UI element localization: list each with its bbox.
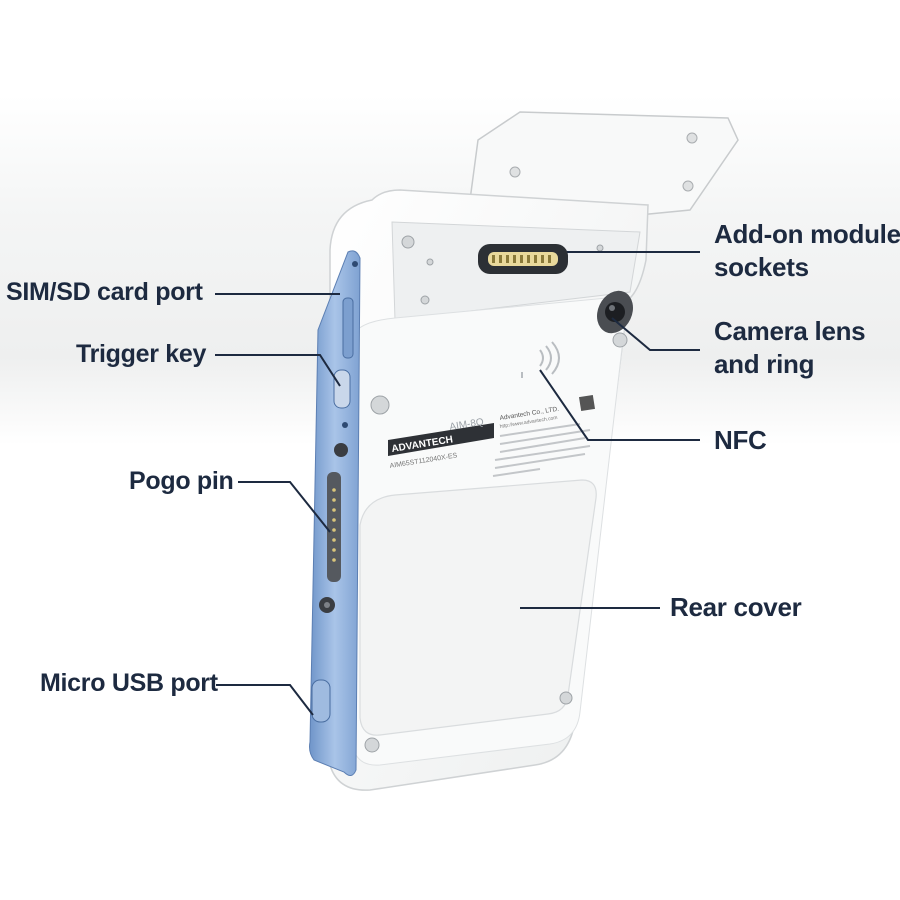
side-rail	[309, 250, 361, 776]
label-camera-line2: and ring	[714, 349, 815, 379]
label-camera-line1: Camera lens	[714, 316, 866, 346]
callout-lines	[215, 251, 700, 716]
device-model-text: AIM-8Q	[449, 417, 485, 433]
camera-lens-ring	[597, 290, 633, 334]
label-trigger-key: Trigger key	[76, 340, 207, 368]
label-nfc: NFC	[714, 425, 767, 455]
label-rear-cover: Rear cover	[670, 592, 802, 622]
label-addon-module-line1: Add-on module	[714, 219, 900, 249]
rear-cover-panel	[0, 0, 1, 1]
nfc-mark	[521, 341, 560, 378]
label-micro-usb-port: Micro USB port	[40, 669, 218, 697]
label-pogo-pin: Pogo pin	[129, 467, 234, 495]
label-sim-sd-card-port: SIM/SD card port	[6, 278, 203, 306]
label-addon-module-line2: sockets	[714, 252, 809, 282]
addon-socket-connector	[478, 244, 568, 274]
